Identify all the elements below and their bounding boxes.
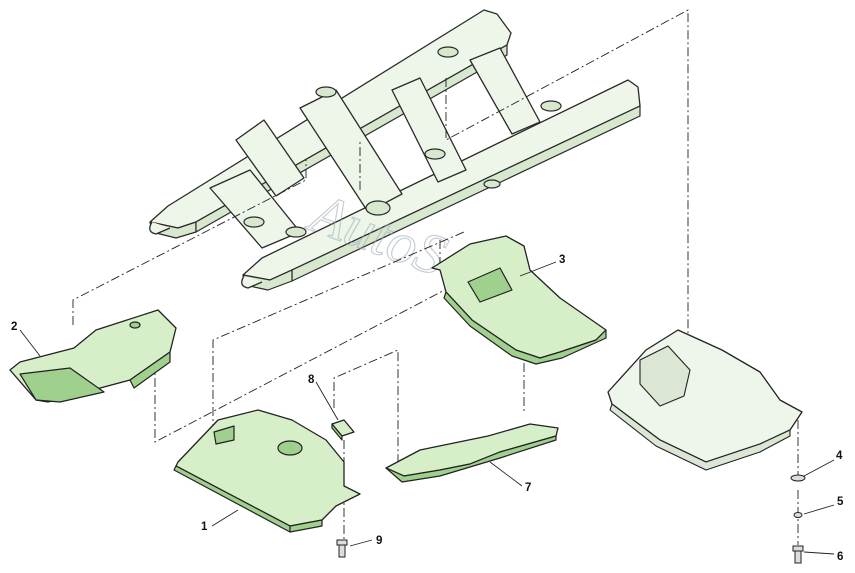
callout-6: 6: [837, 551, 843, 563]
callout-9: 9: [376, 535, 382, 547]
shield-part-3[interactable]: [431, 235, 607, 365]
callout-4: 4: [836, 450, 843, 462]
bracket-part-8[interactable]: [331, 419, 355, 441]
shield-part-7[interactable]: [385, 423, 559, 483]
shield-part-1[interactable]: [173, 409, 361, 533]
vehicle-frame: [149, 9, 641, 291]
callout-3: 3: [559, 254, 565, 266]
callout-7: 7: [525, 482, 531, 494]
washer-part-4[interactable]: [790, 474, 806, 482]
callouts: 1 2 3 4 5 6 7 8 9: [11, 254, 844, 563]
fasteners: [336, 474, 806, 564]
bolt-part-9[interactable]: [336, 539, 348, 558]
shield-large-right[interactable]: [607, 329, 803, 471]
callout-5: 5: [837, 496, 844, 508]
shield-part-2[interactable]: [9, 309, 177, 403]
bolt-part-6[interactable]: [792, 545, 804, 564]
callout-8: 8: [308, 374, 315, 386]
assembly-lines: [72, 9, 799, 545]
callout-1: 1: [201, 521, 208, 533]
nut-part-5[interactable]: [793, 512, 803, 518]
callout-2: 2: [11, 321, 17, 333]
leader-lines: [19, 261, 835, 555]
